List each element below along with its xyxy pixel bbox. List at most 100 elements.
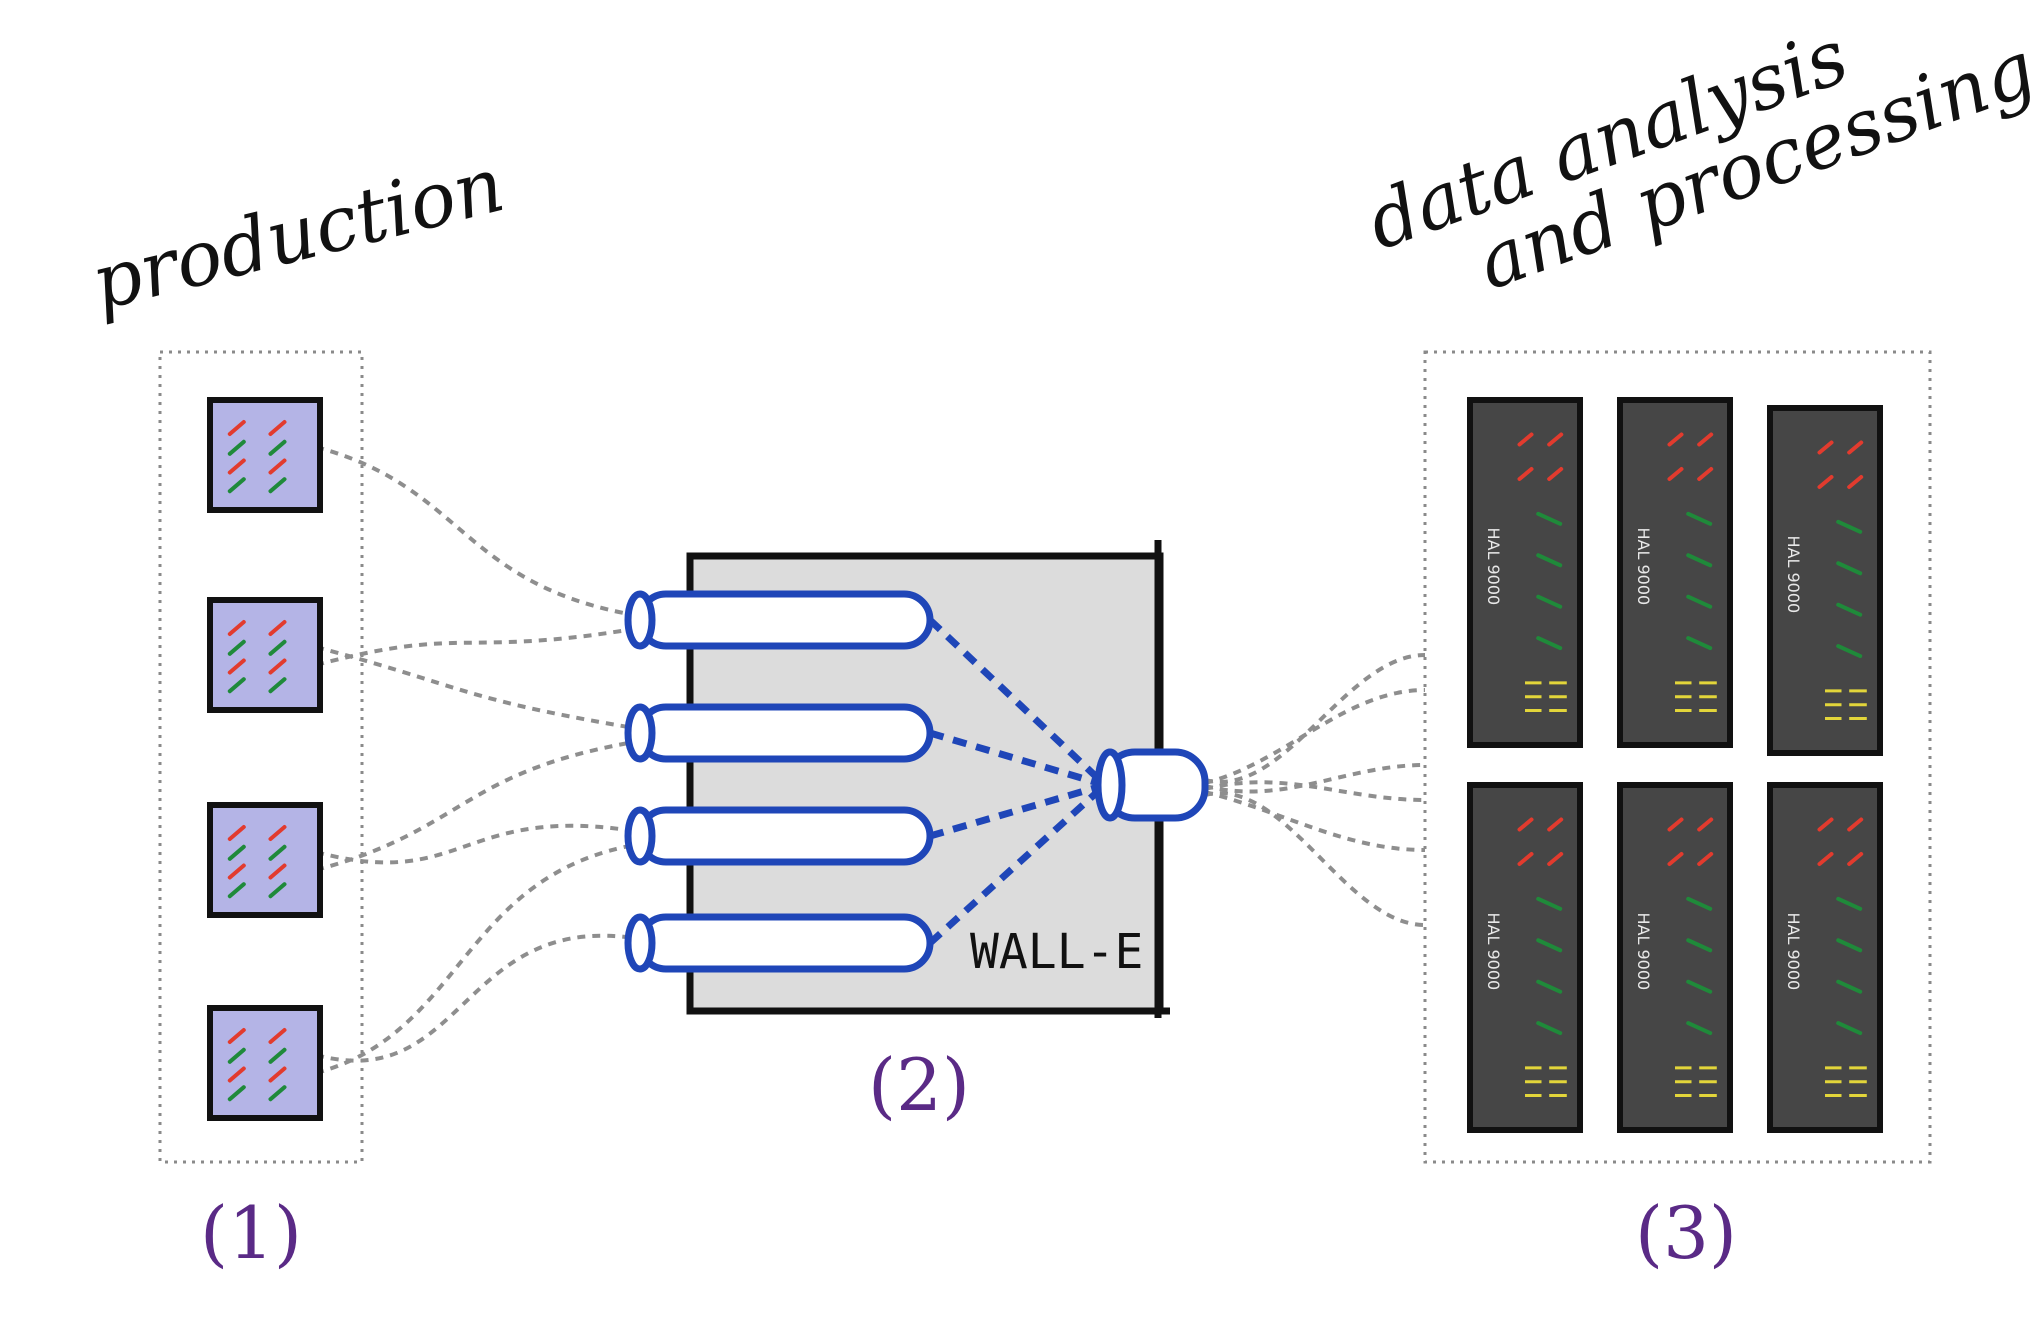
producer-led [227, 882, 246, 899]
pipe-body [636, 806, 934, 866]
producer-led [268, 439, 287, 456]
server-led-green [1536, 553, 1563, 568]
producer-link [315, 933, 641, 1063]
producer-led [227, 1028, 246, 1044]
server-led-red [1667, 432, 1684, 447]
server-1: HAL 9000 [1467, 397, 1583, 748]
pipe-fan-in [927, 782, 1108, 946]
server-2: HAL 9000 [1617, 397, 1733, 748]
hub-pipe-1 [624, 590, 1108, 788]
step-label-2: (2) [868, 1043, 970, 1127]
server-led-green [1686, 511, 1713, 526]
producer-box [207, 1005, 323, 1121]
server-led-green [1536, 511, 1563, 526]
producer-led [227, 458, 246, 475]
producer-led [268, 458, 287, 475]
producer-led [227, 677, 246, 694]
server-led-green [1536, 938, 1563, 953]
step-label-3: (3) [1635, 1191, 1737, 1275]
server-group-frame [1423, 350, 1932, 1164]
producer-led [227, 477, 246, 494]
hub-label: WALL-E [970, 924, 1143, 980]
producer-led [268, 1047, 287, 1064]
server-box [1767, 782, 1883, 1133]
production-heading: production [83, 139, 512, 327]
server-led-green [1686, 938, 1713, 953]
server-led-red [1817, 440, 1834, 455]
server-led-red [1667, 852, 1684, 866]
server-led-red [1517, 432, 1534, 447]
producer-led [227, 863, 246, 880]
pipe-mouth [624, 703, 656, 763]
server-led-green [1686, 896, 1713, 911]
server-box [1617, 782, 1733, 1133]
server-led-red [1817, 817, 1834, 832]
producer-led [227, 1085, 246, 1102]
hub-pipe-3 [624, 781, 1106, 866]
server-led-red [1667, 467, 1684, 481]
server-led-red [1667, 817, 1684, 832]
pipe-fan-in [927, 617, 1108, 788]
server-led-green [1836, 1021, 1863, 1036]
server-link [1204, 780, 1426, 802]
server-led-green [1536, 896, 1563, 911]
producer-link [315, 823, 641, 865]
producer-link [315, 739, 641, 872]
server-link [1204, 653, 1426, 784]
producer-led [268, 882, 287, 899]
server-label: HAL 9000 [1784, 913, 1803, 991]
producer-3 [207, 802, 323, 918]
server-box [1467, 397, 1583, 748]
server-led-green [1536, 979, 1563, 994]
producer-2 [207, 597, 323, 713]
producer-led [268, 1085, 287, 1102]
producer-led [268, 1028, 287, 1044]
producer-group-frame [158, 350, 364, 1164]
server-led-red [1847, 817, 1864, 832]
pipe-body [636, 703, 934, 763]
server-3: HAL 9000 [1767, 405, 1883, 756]
producer-led [268, 1066, 287, 1083]
producer-led [227, 439, 246, 456]
producer-led [227, 844, 246, 861]
producer-link [315, 842, 641, 1075]
producer-led [268, 639, 287, 656]
hub-pipe-4 [624, 782, 1108, 973]
producer-led [268, 477, 287, 494]
server-led-green [1686, 1021, 1713, 1036]
server-led-green [1536, 594, 1563, 609]
server-led-red [1847, 440, 1864, 455]
server-led-red [1547, 432, 1564, 447]
producer-led [227, 420, 246, 436]
producer-link [315, 645, 641, 731]
server-led-red [1697, 852, 1714, 866]
server-box [1617, 397, 1733, 748]
producer-4 [207, 1005, 323, 1121]
server-led-red [1547, 852, 1564, 866]
server-label: HAL 9000 [1634, 528, 1653, 606]
server-led-red [1697, 817, 1714, 832]
producer-led [227, 1066, 246, 1083]
server-4: HAL 9000 [1467, 782, 1583, 1133]
server-label: HAL 9000 [1484, 528, 1503, 606]
pipe-mouth [624, 913, 656, 973]
producer-led [227, 1047, 246, 1064]
server-led-red [1697, 467, 1714, 481]
pipe-mouth [624, 806, 656, 866]
producer-led [268, 620, 287, 636]
producer-box [207, 802, 323, 918]
producer-led [227, 620, 246, 636]
server-led-green [1836, 519, 1863, 534]
producer-box [207, 397, 323, 513]
server-label: HAL 9000 [1784, 536, 1803, 614]
server-5: HAL 9000 [1617, 782, 1733, 1133]
server-led-green [1536, 1021, 1563, 1036]
producer-led [268, 844, 287, 861]
server-led-red [1547, 467, 1564, 481]
server-6: HAL 9000 [1767, 782, 1883, 1133]
server-led-red [1847, 475, 1864, 489]
server-led-green [1836, 896, 1863, 911]
server-box [1467, 782, 1583, 1133]
